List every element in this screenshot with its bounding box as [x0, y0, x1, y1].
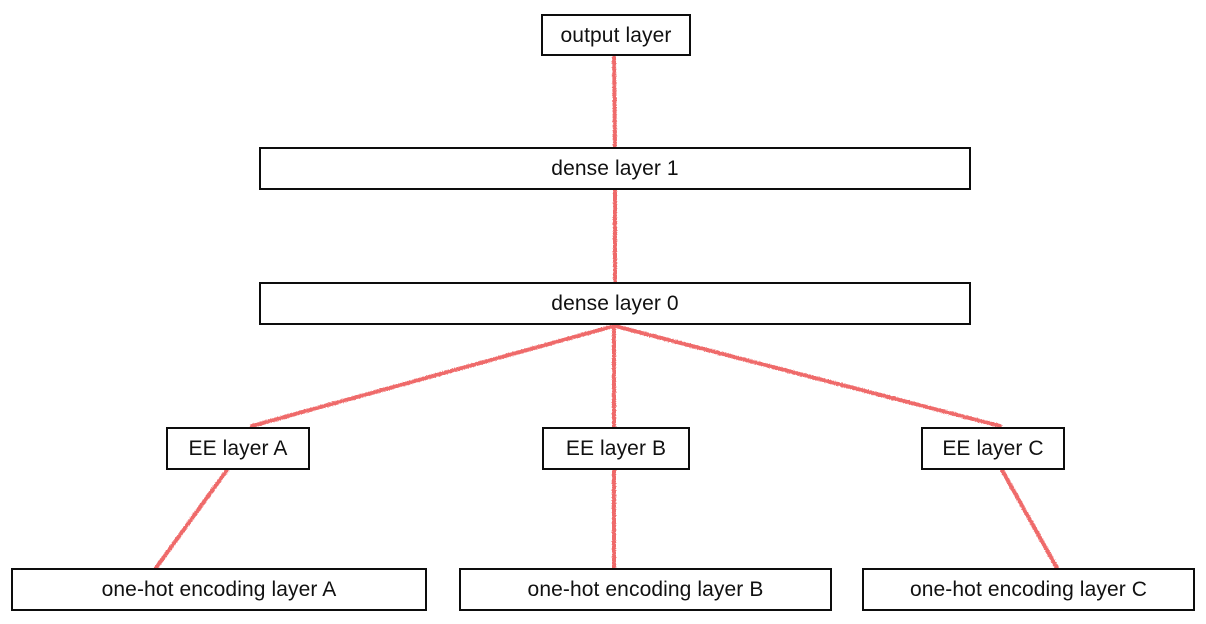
node-one-hot-encoding-layer-b[interactable]: one-hot encoding layer B: [459, 568, 832, 611]
edge-onehot_a-to-ee_a: [154, 468, 229, 570]
node-ee-layer-c-label: EE layer C: [942, 437, 1044, 460]
node-dense-layer-0-label: dense layer 0: [551, 292, 679, 315]
node-one-hot-encoding-layer-c[interactable]: one-hot encoding layer C: [862, 568, 1195, 611]
node-dense-layer-0[interactable]: dense layer 0: [259, 282, 971, 325]
node-one-hot-encoding-layer-b-label: one-hot encoding layer B: [527, 578, 764, 601]
node-one-hot-encoding-layer-a-label: one-hot encoding layer A: [101, 578, 337, 601]
node-one-hot-encoding-layer-c-label: one-hot encoding layer C: [909, 578, 1148, 601]
node-one-hot-encoding-layer-a[interactable]: one-hot encoding layer A: [11, 568, 427, 611]
edge-dense1-to-output: [612, 54, 617, 149]
edge-ee_a-to-dense0: [250, 324, 616, 428]
node-ee-layer-a[interactable]: EE layer A: [166, 427, 310, 470]
node-ee-layer-b[interactable]: EE layer B: [542, 427, 690, 470]
edge-ee_c-to-dense0: [613, 324, 1002, 428]
node-output-layer[interactable]: output layer: [541, 14, 691, 56]
node-ee-layer-c[interactable]: EE layer C: [921, 427, 1065, 470]
node-ee-layer-a-label: EE layer A: [188, 437, 288, 460]
edge-onehot_c-to-ee_c: [1000, 468, 1059, 570]
node-dense-layer-1-label: dense layer 1: [551, 157, 679, 180]
node-output-layer-label: output layer: [560, 23, 672, 47]
node-ee-layer-b-label: EE layer B: [565, 437, 667, 460]
node-dense-layer-1[interactable]: dense layer 1: [259, 147, 971, 190]
